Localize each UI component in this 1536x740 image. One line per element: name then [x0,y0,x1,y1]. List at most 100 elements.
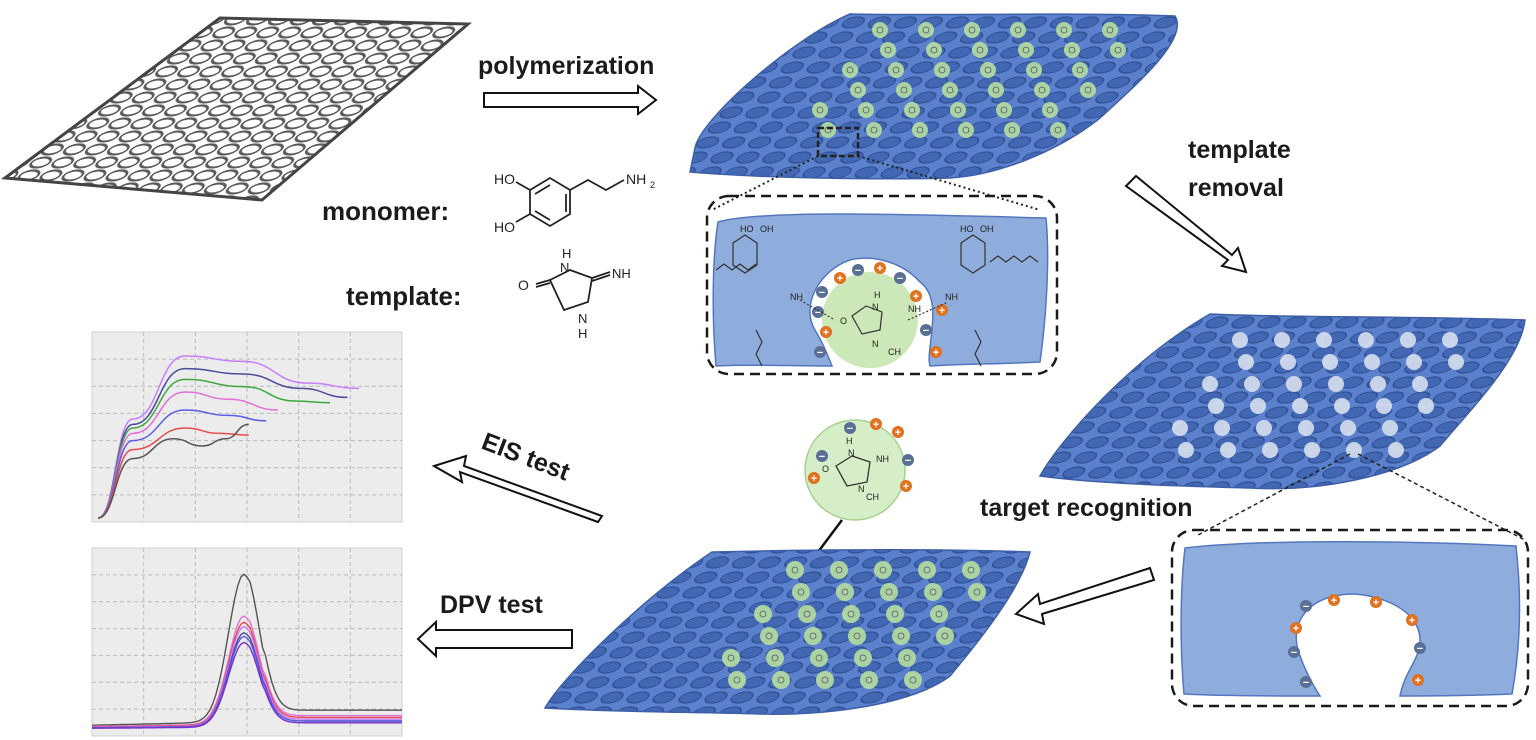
imprint-site [842,62,858,78]
label-oh: OH [760,224,774,234]
cavity-site [1364,354,1380,370]
imprint-site [850,82,866,98]
negative-charge [816,286,828,298]
negative-charge [1300,676,1312,688]
imprint-site [820,122,836,138]
rebound-site [760,627,778,645]
positive-charge [1406,614,1418,626]
rebound-site-mark [941,632,949,640]
cavity-site [1418,398,1434,414]
positive-charge [1328,594,1340,606]
rebound-site [854,649,872,667]
positive-charge [834,272,846,284]
cavity-site [1376,398,1392,414]
charge-sign: + [1293,623,1299,635]
charge-sign: − [819,451,825,463]
imprint-site [880,42,896,58]
charge-sign: − [1291,647,1297,659]
eis-chart [91,331,403,523]
negative-charge [816,450,828,462]
rebound-site [892,627,910,645]
eis-series-1 [97,367,348,519]
imprint-site-mark [846,66,854,74]
imprint-site-mark [1068,46,1076,54]
imprint-site-mark [1014,26,1022,34]
positive-charge [808,472,820,484]
imprint-site-mark [1054,126,1062,134]
cavity-site [1274,332,1290,348]
cavity-site [1340,420,1356,436]
free-label-n: N [848,448,855,458]
rebound-site-mark [727,654,735,662]
imprint-site-mark [1084,86,1092,94]
rebound-site [880,583,898,601]
imprint-site-mark [954,106,962,114]
imprint-pocket-inset: −+−+−+−+−−++ HO OH HO OH NH NH H N O NH … [705,194,1059,376]
rebound-site-mark [765,632,773,640]
rebound-site [766,649,784,667]
imprint-site-mark [916,126,924,134]
cavity-site [1298,420,1314,436]
target-recognition-label: target recognition [980,494,1193,522]
negative-charge [1288,646,1300,658]
imprint-site [1050,122,1066,138]
charge-sign: − [847,423,853,435]
imprint-site [1026,62,1042,78]
imprint-site [958,122,974,138]
positive-charge [910,290,922,302]
template-n-2: N [578,311,587,326]
imprint-site [888,62,904,78]
charge-sign: − [897,273,903,285]
monomer-ho-1: HO [494,171,515,187]
rebound-site-mark [791,566,799,574]
charge-sign: + [837,273,843,285]
charge-sign: − [815,307,821,319]
imprint-site-mark [1046,106,1054,114]
imprint-site-mark [1038,86,1046,94]
rebound-site-mark [923,566,931,574]
empty-cavity-inset: ++−+−−+−+ [1170,528,1530,708]
charge-sign: + [877,263,883,275]
rebound-site-mark [885,588,893,596]
rebound-site-mark [909,676,917,684]
charge-sign: + [1409,615,1415,627]
negative-charge [852,264,864,276]
charge-sign: + [873,419,879,431]
charge-sign: + [823,327,829,339]
rebound-site [772,671,790,689]
zoom-line-2b [1357,453,1526,541]
cavity-site [1304,442,1320,458]
rebound-site-mark [815,654,823,662]
positive-charge [874,262,886,274]
template-removal-label-2: removal [1188,174,1284,202]
imprint-site [866,122,882,138]
imprint-site-mark [884,46,892,54]
imprint-site [1064,42,1080,58]
rebound-site-mark [973,588,981,596]
rebound-site-mark [777,676,785,684]
imprint-site [1034,82,1050,98]
imprint-site-mark [816,106,824,114]
label-n-ring-2: N [872,339,879,349]
charge-sign: − [1417,643,1423,655]
rebound-site [918,561,936,579]
cavity-site [1244,376,1260,392]
imprint-site-mark [938,66,946,74]
label-ch3: CH [888,347,901,357]
rebound-site [722,649,740,667]
rebound-site-mark [759,610,767,618]
charge-sign: + [933,347,939,359]
template-o: O [518,277,529,293]
rebound-site [848,627,866,645]
imprint-site-mark [992,86,1000,94]
cavity-site [1220,442,1236,458]
cavity-site [1280,354,1296,370]
cavity-site [1406,354,1422,370]
monomer-structure: monomer: HO HO NH 2 [322,171,655,235]
imprint-site [972,42,988,58]
rebound-site [792,583,810,601]
rebound-site [874,561,892,579]
rebound-site [898,649,916,667]
imprint-site [1072,62,1088,78]
dpv-test-label: DPV test [440,591,543,619]
